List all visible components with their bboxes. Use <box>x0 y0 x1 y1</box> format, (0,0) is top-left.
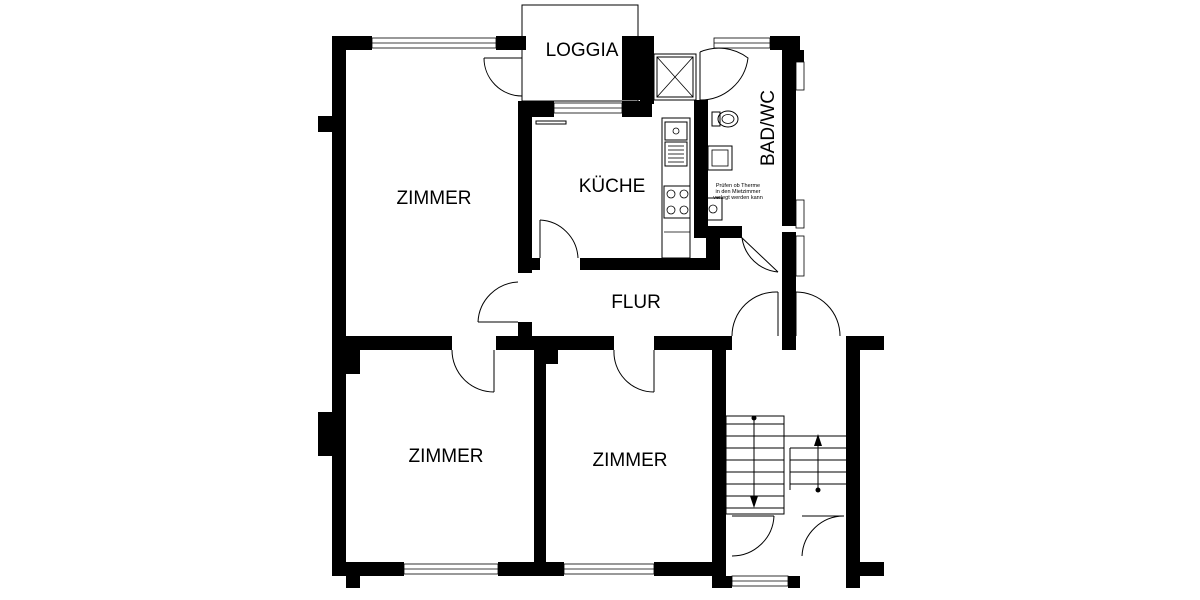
label-bad-wc: BAD/WC <box>758 90 779 166</box>
stairs <box>725 415 846 515</box>
label-kueche: KÜCHE <box>579 176 646 197</box>
bath-sink <box>707 145 733 171</box>
walls <box>318 4 884 588</box>
toilet <box>711 110 739 128</box>
windows <box>371 37 805 587</box>
radiator <box>535 120 567 125</box>
label-zimmer-top: ZIMMER <box>397 188 472 209</box>
doors <box>451 47 845 557</box>
washing-machine <box>703 197 723 221</box>
therme-note-line3: verlegt werden kann <box>713 195 763 201</box>
therme-note-line2: in den Mietzimmer <box>716 189 761 195</box>
label-loggia: LOGGIA <box>546 40 619 61</box>
label-zimmer-bottom-left: ZIMMER <box>409 446 484 467</box>
label-zimmer-bottom-right: ZIMMER <box>593 450 668 471</box>
therme-note-line1: Prüfen ob Therme <box>716 183 760 189</box>
kitchen-counter <box>661 117 691 259</box>
shower <box>653 53 697 101</box>
room-labels: LOGGIA KÜCHE ZIMMER FLUR ZIMMER ZIMMER B… <box>397 40 779 471</box>
label-flur: FLUR <box>611 292 661 313</box>
